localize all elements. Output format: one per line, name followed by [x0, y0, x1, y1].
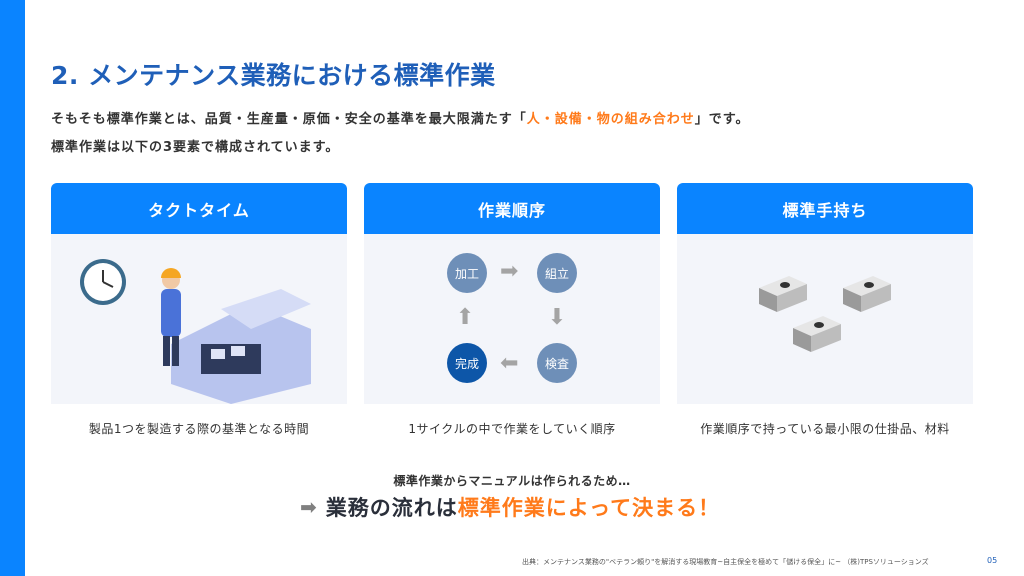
takt-illustration — [51, 234, 347, 404]
card-standard-stock: 標準手持ち 作業順序で持っている最小限の仕掛品、材料 — [677, 183, 973, 437]
intro-line-1: そもそも標準作業とは、品質・生産量・原価・安全の基準を最大限満たす「人・設備・物… — [51, 108, 749, 127]
card-caption: 作業順序で持っている最小限の仕掛品、材料 — [700, 422, 950, 436]
arrow-right-icon: ➡ — [300, 495, 318, 519]
intro-highlight: 人・設備・物の組み合わせ — [526, 112, 695, 127]
conclusion-highlight: 標準作業によって決まる！ — [457, 496, 721, 520]
card-title: 作業順序 — [364, 183, 660, 234]
step-processing: 加工 — [447, 253, 487, 293]
step-assembly: 組立 — [537, 253, 577, 293]
block-icon — [793, 316, 841, 352]
conclusion-text: 業務の流れは — [325, 496, 458, 520]
arrow-down-icon: ➡ — [544, 306, 570, 326]
source-citation: 出典：メンテナンス業務の"ベテラン頼り"を解消する現場教育~自主保全を極めて「儲… — [522, 558, 929, 566]
block-icon — [759, 276, 807, 312]
sub-statement: 標準作業からマニュアルは作られるため… — [393, 474, 631, 488]
card-caption: 1サイクルの中で作業をしていく順序 — [408, 422, 616, 436]
stock-illustration — [677, 234, 973, 404]
page-title: 2. メンテナンス業務における標準作業 — [51, 61, 496, 90]
step-complete: 完成 — [447, 343, 487, 383]
arrow-left-icon: ➡ — [500, 350, 519, 375]
page-number: 05 — [987, 556, 998, 565]
intro-text: そもそも標準作業とは、品質・生産量・原価・安全の基準を最大限満たす「 — [51, 112, 527, 127]
clock-icon — [80, 259, 126, 305]
work-pieces-illustration — [759, 276, 891, 352]
card-caption: 製品1つを製造する際の基準となる時間 — [88, 422, 310, 436]
intro-text-end: 」です。 — [694, 112, 750, 127]
card-title: 標準手持ち — [677, 183, 973, 234]
arrow-right-icon: ➡ — [500, 259, 519, 284]
arrow-up-icon: ➡ — [453, 306, 479, 326]
accent-bar — [0, 0, 25, 576]
card-takt-time: タクトタイム 製品1つを製造する際の基準となる時間 — [51, 183, 347, 437]
worker-machine-illustration — [80, 259, 311, 404]
conclusion: ➡ 業務の流れは標準作業によって決まる！ — [300, 492, 720, 522]
block-icon — [843, 276, 891, 312]
card-title: タクトタイム — [51, 183, 347, 234]
sequence-diagram: 加工 組立 検査 完成 ➡ ➡ ➡ ➡ — [364, 234, 660, 404]
step-inspection: 検査 — [537, 343, 577, 383]
card-work-sequence: 作業順序 加工 組立 検査 完成 ➡ ➡ ➡ ➡ 1サイクルの中で作業をしていく… — [364, 183, 660, 437]
intro-line-2: 標準作業は以下の3要素で構成されています。 — [51, 140, 340, 155]
